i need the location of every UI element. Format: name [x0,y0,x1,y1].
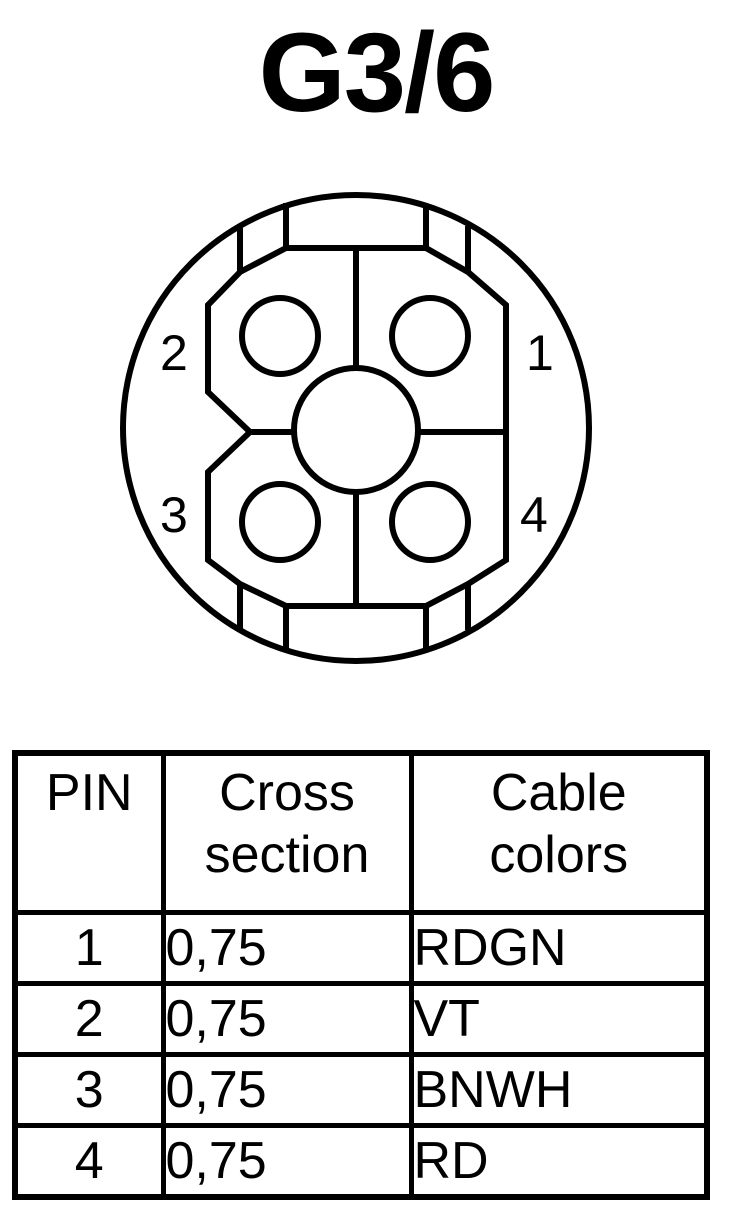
pin-2-contact [239,295,321,377]
pin-cell: 4 [12,1123,166,1200]
cable-color-cell: BNWH [408,1052,710,1128]
table-row: 4 0,75 RD [12,1123,710,1200]
cable-color-cell: RD [408,1123,710,1200]
table-row: 1 0,75 RDGN [12,910,710,986]
table-row: 2 0,75 VT [12,981,710,1057]
top-left-key-slot [237,203,289,272]
connector-diagram: 2 1 3 4 [120,192,592,664]
cable-color-cell: RDGN [408,910,710,986]
connector-title: G3/6 [258,10,496,135]
bottom-right-key-slot [423,584,471,652]
pin-4-contact [389,481,471,563]
header-colors-line2: colors [489,826,629,884]
pin-label-2: 2 [160,325,188,381]
pin-label-4: 4 [520,487,548,543]
header-cross-section: Cross section [160,750,414,915]
header-colors-line1: Cable [490,764,627,822]
header-cable-colors: Cable colors [408,750,710,915]
header-cross-line2: section [204,826,370,884]
table-row: 3 0,75 BNWH [12,1052,710,1128]
cross-section-cell: 0,75 [160,981,414,1057]
connector-outer-ring [120,192,592,664]
pin-cell: 1 [12,910,166,986]
pin-assignment-table: PIN Cross section Cable colors 1 0,75 RD… [12,750,710,1200]
pin-1-contact [389,295,471,377]
pin-label-1: 1 [526,325,554,381]
cross-section-cell: 0,75 [160,1123,414,1200]
header-cross-line1: Cross [219,764,355,822]
header-pin: PIN [12,750,166,915]
pin-3-contact [239,481,321,563]
bottom-left-key-slot [237,584,289,652]
pin-label-3: 3 [160,487,188,543]
top-right-key-slot [423,205,471,272]
pin-cell: 2 [12,981,166,1057]
cross-section-cell: 0,75 [160,910,414,986]
cable-color-cell: VT [408,981,710,1057]
table-header-row: PIN Cross section Cable colors [12,750,710,915]
cross-section-cell: 0,75 [160,1052,414,1128]
pin-cell: 3 [12,1052,166,1128]
center-contact [291,365,421,495]
